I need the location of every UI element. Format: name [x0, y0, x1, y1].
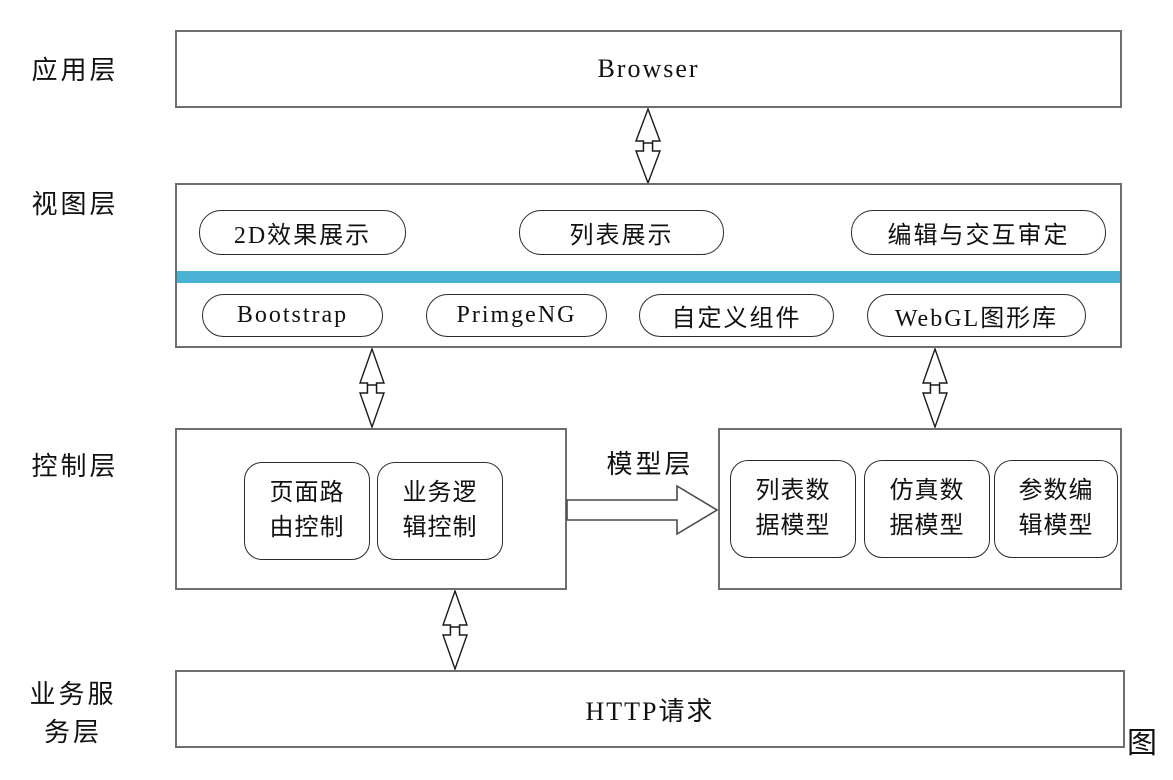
teal-divider [177, 271, 1120, 283]
arrow-app-view [632, 108, 664, 184]
rbox-simulation-data-model: 仿真数据模型 [864, 460, 990, 558]
pill-bootstrap-label: Bootstrap [236, 302, 349, 328]
pill-list-display-label: 列表展示 [569, 223, 674, 249]
arrow-view-model [919, 348, 951, 428]
browser-box: Browser [175, 30, 1122, 108]
pill-primgeng: PrimgeNG [426, 294, 607, 337]
rbox-business-logic-control-label: 业务逻辑控制 [402, 480, 478, 541]
label-service-layer: 业务服务层 [29, 680, 117, 747]
rbox-list-data-model-label: 列表数据模型 [755, 478, 831, 539]
pill-2d-display: 2D效果展示 [199, 210, 406, 255]
rbox-business-logic-control: 业务逻辑控制 [377, 462, 503, 560]
pill-webgl-library-label: WebGL图形库 [894, 306, 1059, 332]
pill-webgl-library: WebGL图形库 [867, 294, 1086, 337]
figure-caption-mark: 图 [1127, 727, 1157, 760]
label-model-layer: 模型层 [606, 450, 694, 479]
pill-primgeng-label: PrimgeNG [456, 302, 577, 328]
label-control-layer: 控制层 [31, 452, 119, 481]
rbox-list-data-model: 列表数据模型 [730, 460, 856, 558]
rbox-page-routing-control: 页面路由控制 [244, 462, 370, 560]
arrow-control-model [566, 483, 719, 537]
browser-box-label: Browser [597, 54, 700, 83]
model-layer-box: 列表数据模型 仿真数据模型 参数编辑模型 [718, 428, 1122, 590]
pill-edit-review: 编辑与交互审定 [851, 210, 1106, 255]
pill-custom-components: 自定义组件 [639, 294, 834, 337]
arrow-view-control [356, 348, 388, 428]
rbox-simulation-data-model-label: 仿真数据模型 [889, 478, 965, 539]
pill-bootstrap: Bootstrap [202, 294, 383, 337]
http-request-box: HTTP请求 [175, 670, 1125, 748]
rbox-parameter-edit-model: 参数编辑模型 [994, 460, 1118, 558]
control-layer-box: 页面路由控制 业务逻辑控制 [175, 428, 567, 590]
pill-edit-review-label: 编辑与交互审定 [887, 223, 1070, 249]
http-request-box-label: HTTP请求 [585, 696, 715, 726]
arrow-control-service [439, 590, 471, 670]
pill-2d-display-label: 2D效果展示 [233, 223, 372, 249]
pill-custom-components-label: 自定义组件 [671, 306, 802, 332]
view-layer-box: 2D效果展示 列表展示 编辑与交互审定 Bootstrap PrimgeNG 自… [175, 183, 1122, 348]
pill-list-display: 列表展示 [519, 210, 724, 255]
label-view-layer: 视图层 [31, 190, 119, 219]
rbox-parameter-edit-model-label: 参数编辑模型 [1018, 478, 1094, 539]
rbox-page-routing-control-label: 页面路由控制 [269, 480, 345, 541]
label-application-layer: 应用层 [31, 56, 119, 85]
